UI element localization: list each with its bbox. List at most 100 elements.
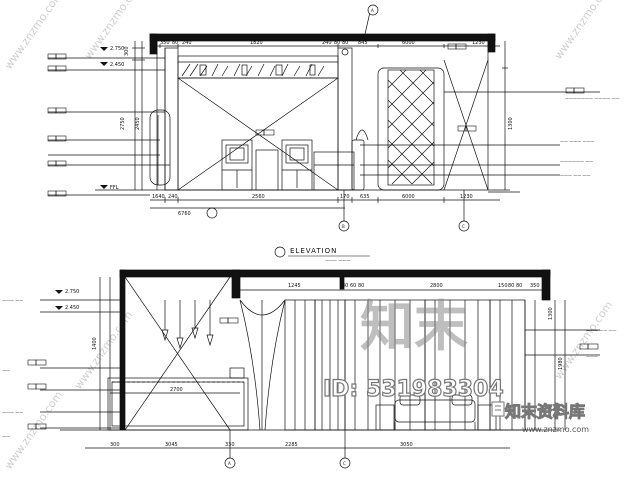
diagonal-watermark-3: www.znzmo.com	[552, 0, 616, 62]
upper-right-tags	[255, 43, 585, 136]
lower-pendant-lights	[161, 300, 214, 350]
upper-shelf-pattern	[181, 63, 325, 77]
svg-text:———: ———	[586, 354, 598, 359]
upper-height-dims: 300 2750 2450 1300	[120, 46, 514, 130]
upper-right-column	[337, 47, 353, 191]
upper-right-wall-cap	[487, 33, 496, 53]
lower-curtain-panels	[284, 299, 526, 431]
upper-bottom-dims: 1640 240 2560 170 635 6000 1230 6760	[152, 194, 473, 217]
svg-text:——: ——	[2, 434, 10, 439]
svg-text:350: 350	[530, 283, 540, 289]
svg-text:2700: 2700	[170, 387, 183, 393]
upper-axis-labels: A B C	[342, 8, 465, 229]
lower-level-2750: 2.750	[65, 289, 79, 295]
svg-text:2750: 2750	[120, 117, 126, 130]
watermark-id: ID: 531983304	[323, 377, 504, 402]
upper-left-column	[164, 47, 179, 191]
section-subtitle: ——— ———	[325, 258, 350, 263]
svg-text:1230: 1230	[460, 194, 473, 200]
section-title-block: ELEVATION ——— ———	[274, 246, 370, 263]
upper-door-panel	[377, 67, 445, 191]
svg-text:——— ——: ——— ——	[2, 410, 23, 415]
svg-text:1300: 1300	[508, 117, 514, 130]
svg-text:6000: 6000	[402, 194, 415, 200]
svg-text:—— ——— ———: —— ——— ———	[560, 139, 595, 144]
svg-text:1400: 1400	[92, 337, 98, 350]
lower-axis-markers	[224, 430, 351, 469]
svg-text:——————— ———— ——: ——————— ———— ——	[565, 96, 620, 101]
svg-text:170: 170	[340, 194, 350, 200]
svg-text:300: 300	[124, 46, 130, 56]
svg-text:240: 240	[168, 194, 178, 200]
lower-right-tags	[579, 343, 599, 350]
svg-text:A: A	[371, 8, 374, 13]
watermark-logo	[491, 401, 505, 417]
lower-left-tags	[27, 317, 239, 430]
svg-text:——— —— ——: ——— —— ——	[586, 328, 617, 333]
axis-marker-left	[206, 207, 218, 219]
upper-level-ffl: FFL	[110, 185, 119, 191]
svg-text:1230: 1230	[472, 40, 485, 46]
svg-text:——— ——: ——— ——	[2, 298, 23, 303]
svg-text:150: 150	[498, 283, 508, 289]
svg-text:——— —— ——: ——— —— ——	[560, 173, 591, 178]
svg-text:1300: 1300	[548, 307, 554, 320]
lower-axis-labels: A C	[228, 461, 346, 466]
watermark-url: www.znzmo.com	[522, 425, 589, 434]
svg-text:2450: 2450	[135, 117, 141, 130]
svg-text:6760: 6760	[178, 211, 191, 217]
upper-center-panel	[255, 149, 279, 191]
watermark-site-name: 知末资料库	[505, 402, 585, 421]
lower-level-2450: 2.450	[65, 305, 79, 311]
lower-curtain-arches	[239, 299, 286, 431]
upper-right-notes: ——————— ———— —— —— ——— ——— —————— —— ———…	[560, 96, 620, 178]
lower-height-dims: 1400 1980 1300	[92, 307, 564, 370]
diagonal-watermark-1: www.znzmo.com	[2, 0, 66, 72]
svg-text:1980: 1980	[558, 357, 564, 370]
diagonal-watermark-4: www.znzmo.com	[2, 389, 66, 472]
svg-text:60: 60	[350, 283, 356, 289]
lower-ceiling-slab	[119, 269, 551, 278]
svg-text:845: 845	[358, 40, 368, 46]
upper-elevation	[48, 33, 600, 209]
upper-top-dims: 350 80 240 1820 240 80 80 845 6000 1230	[160, 40, 485, 46]
brand-watermark-cn: 知末	[360, 295, 468, 358]
lower-elevation	[40, 269, 600, 449]
svg-text:—————— ——: —————— ——	[560, 159, 593, 164]
lower-top-dims: 1245 80 60 80 2800 150 80 80 350	[288, 283, 540, 289]
lower-low-cabinet	[107, 367, 249, 431]
section-title: ELEVATION	[290, 247, 337, 255]
svg-text:240: 240	[322, 40, 332, 46]
axis-marker-top	[367, 4, 379, 16]
svg-text:6000: 6000	[402, 40, 415, 46]
upper-left-wall-cap	[149, 33, 158, 55]
svg-text:80: 80	[358, 283, 364, 289]
svg-text:3045: 3045	[165, 442, 178, 448]
svg-text:C: C	[343, 461, 346, 466]
svg-text:B: B	[342, 224, 345, 229]
svg-text:80: 80	[516, 283, 522, 289]
svg-text:A: A	[228, 461, 231, 466]
svg-text:300: 300	[110, 442, 120, 448]
lower-bed	[375, 394, 497, 431]
diagonal-watermark-5: www.znzmo.com	[72, 309, 136, 392]
svg-text:1245: 1245	[288, 283, 301, 289]
svg-text:350: 350	[160, 40, 170, 46]
upper-console-chair	[313, 129, 369, 191]
lower-notes: ——— —— —— ——— —— —— ——— —— —— ———	[2, 298, 617, 439]
svg-text:80: 80	[342, 283, 348, 289]
svg-text:2285: 2285	[285, 442, 298, 448]
svg-text:——: ——	[2, 368, 10, 373]
upper-cabinet-left	[221, 139, 253, 191]
brand-watermark: 知末 ID: 531983304 知末资料库 www.znzmo.com	[322, 295, 589, 434]
lower-level-marks: 2.750 2.450	[55, 289, 79, 311]
upper-level-2450: 2.450	[110, 62, 124, 68]
upper-level-2750: 2.750	[110, 46, 124, 52]
svg-text:2560: 2560	[252, 194, 265, 200]
upper-axis-markers	[206, 4, 470, 232]
svg-text:2800: 2800	[430, 283, 443, 289]
svg-text:C: C	[462, 224, 465, 229]
diagonal-watermark-2: www.znzmo.com	[82, 0, 146, 62]
upper-cabinet-right	[281, 139, 313, 191]
